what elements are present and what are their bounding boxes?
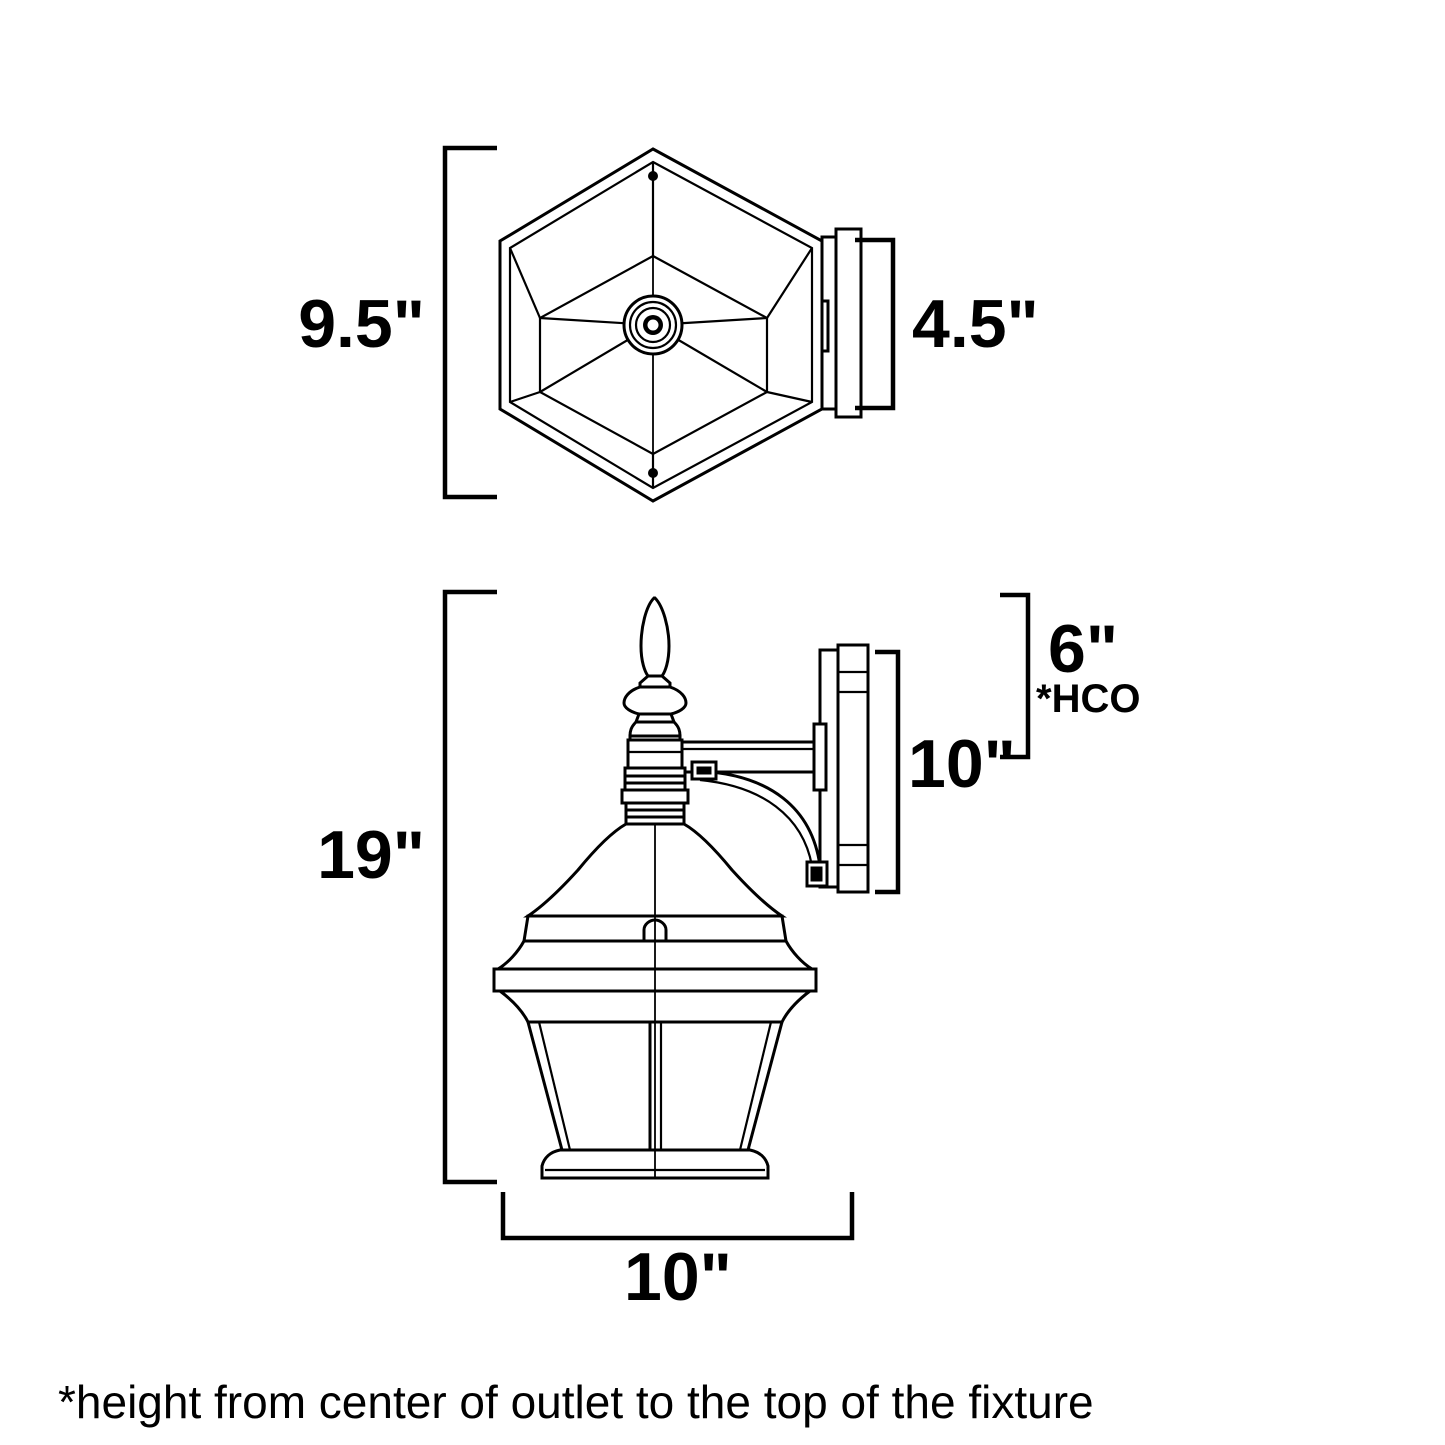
- dim-label-9-5: 9.5": [298, 286, 425, 362]
- dim-label-6: 6": [1048, 611, 1118, 687]
- side-view-stem-collar: [620, 738, 690, 826]
- side-view-curved-brace: [690, 760, 829, 888]
- dim-label-4-5: 4.5": [912, 286, 1039, 362]
- top-view-center-hub: [622, 294, 684, 356]
- footnote-text: *height from center of outlet to the top…: [58, 1376, 1094, 1428]
- side-view-glass-cage: [526, 1021, 784, 1152]
- top-view-group: 9.5" 4.5": [298, 145, 1039, 503]
- dim-label-19: 19": [317, 817, 425, 893]
- dim-label-6-note: *HCO: [1036, 677, 1140, 721]
- dimension-bracket-9-5: [442, 145, 497, 500]
- dimension-bracket-10-width: [500, 1192, 855, 1241]
- side-view-group: 19" 6" *HCO 10" 10": [317, 589, 1140, 1315]
- dimension-bracket-6: [1000, 592, 1031, 760]
- side-view-wall-plate: [818, 643, 870, 894]
- dimension-bracket-4-5: [855, 237, 896, 411]
- top-view-wall-plate: [820, 227, 863, 419]
- dimension-bracket-19: [442, 589, 497, 1185]
- dim-label-10-plate: 10": [908, 726, 1016, 802]
- dimension-bracket-10-plate: [875, 649, 901, 895]
- dim-label-10-width: 10": [624, 1239, 732, 1315]
